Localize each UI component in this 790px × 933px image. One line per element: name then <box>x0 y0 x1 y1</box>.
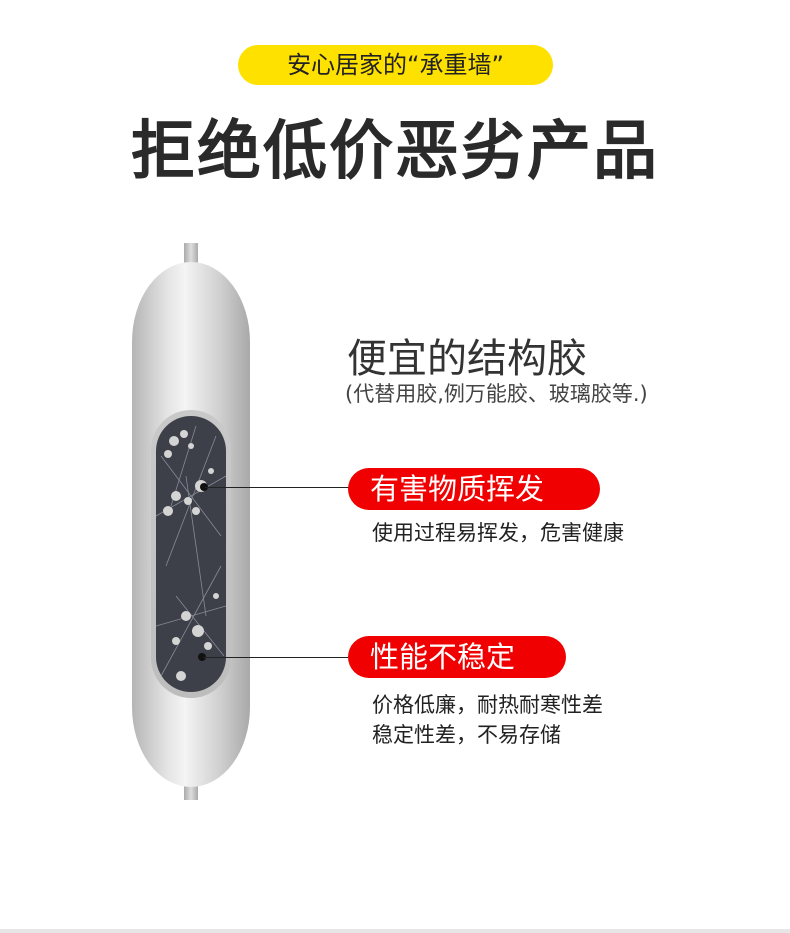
callout-desc: 价格低廉，耐热耐寒性差 <box>372 693 603 717</box>
callout-label-unstable: 性能不稳定 <box>348 636 566 678</box>
callout-dot <box>200 483 208 491</box>
tagline-badge: 安心居家的“承重墙” <box>238 45 553 85</box>
molecule-illustration <box>156 416 226 692</box>
molecule-network <box>156 425 226 681</box>
product-subheading: (代替用胶,例万能胶、玻璃胶等.) <box>345 382 648 406</box>
callout-desc: 使用过程易挥发，危害健康 <box>372 521 624 545</box>
product-heading: 便宜的结构胶 <box>347 336 587 382</box>
callout-line <box>203 657 350 658</box>
tube-nozzle-top <box>184 243 198 263</box>
callout-desc: 稳定性差，不易存储 <box>372 723 561 747</box>
page-title: 拒绝低价恶劣产品 <box>131 115 659 189</box>
callout-dot <box>198 653 206 661</box>
divider <box>0 929 790 933</box>
callout-line <box>205 487 350 488</box>
callout-label-harmful: 有害物质挥发 <box>348 468 600 510</box>
